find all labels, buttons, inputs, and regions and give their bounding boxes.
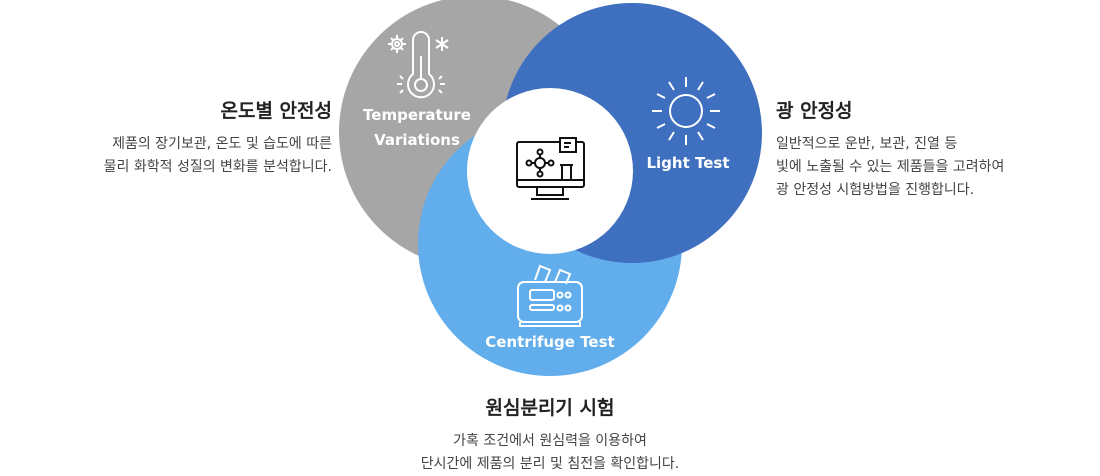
light-desc-2: 빛에 노출될 수 있는 제품들을 고려하여 bbox=[776, 159, 1005, 175]
temperature-label-line2: Variations bbox=[374, 131, 460, 149]
centrifuge-desc-1: 가혹 조건에서 원심력을 이용하여 bbox=[453, 433, 647, 449]
center-circle bbox=[467, 88, 633, 254]
centrifuge-icon bbox=[517, 264, 583, 327]
centrifuge-desc-2: 단시간에 제품의 분리 및 침전을 확인합니다. bbox=[420, 456, 680, 472]
temperature-label-line1: Temperature bbox=[363, 106, 471, 124]
temperature-title: 온도별 안전성 bbox=[220, 100, 333, 122]
light-title: 광 안정성 bbox=[776, 100, 853, 122]
thermometer-icon bbox=[388, 31, 449, 99]
light-desc-1: 일반적으로 운반, 보관, 진열 등 bbox=[776, 136, 958, 152]
light-section: 광 안정성 일반적으로 운반, 보관, 진열 등 빛에 노출될 수 있는 제품들… bbox=[776, 96, 1004, 202]
centrifuge-title: 원심분리기 시험 bbox=[485, 397, 615, 419]
sun-icon bbox=[652, 77, 720, 145]
light-label: Light Test bbox=[646, 154, 729, 172]
centrifuge-label: Centrifuge Test bbox=[485, 333, 614, 351]
temperature-section: 온도별 안전성 제품의 장기보관, 온도 및 습도에 따른 물리 화학적 성질의… bbox=[104, 96, 332, 179]
temperature-desc-2: 물리 화학적 성질의 변화를 분석합니다. bbox=[103, 159, 332, 175]
monitor-lab-icon bbox=[516, 137, 585, 200]
centrifuge-section: 원심분리기 시험 가혹 조건에서 원심력을 이용하여 단시간에 제품의 분리 및… bbox=[0, 393, 1100, 476]
light-desc-3: 광 안정성 시험방법을 진행합니다. bbox=[776, 182, 975, 198]
temperature-desc-1: 제품의 장기보관, 온도 및 습도에 따른 bbox=[112, 136, 332, 152]
